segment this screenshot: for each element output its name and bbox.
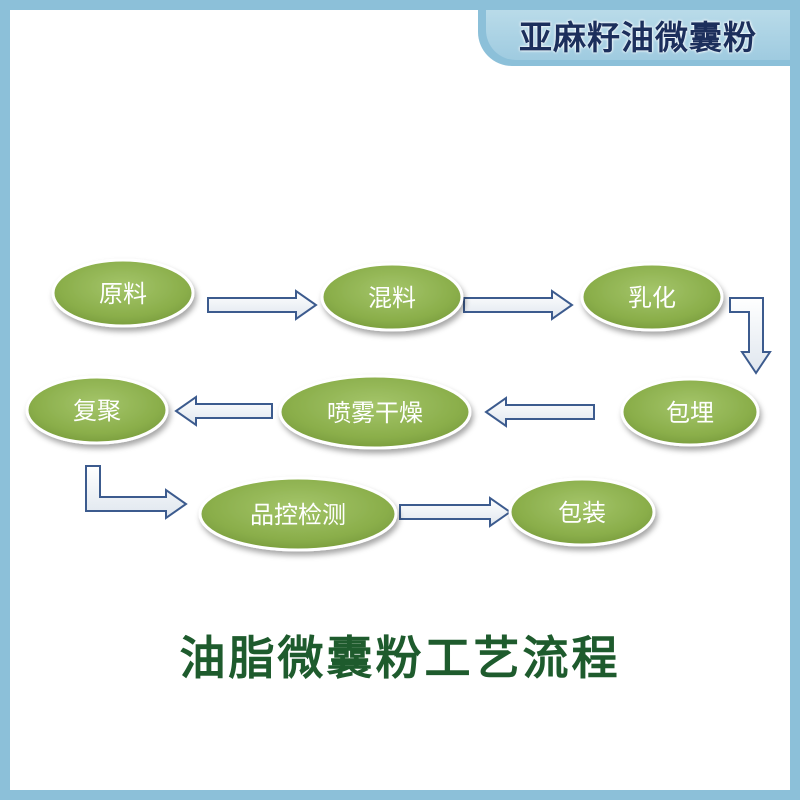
node-label: 喷雾干燥	[327, 399, 423, 427]
node-mixing: 混料	[320, 262, 464, 332]
node-label: 原料	[99, 280, 147, 308]
arrow-mix-to-emulsify	[463, 289, 574, 321]
node-label: 复聚	[73, 397, 121, 425]
diagram-title: 油脂微囊粉工艺流程	[179, 631, 621, 685]
node-coacervation: 复聚	[25, 375, 169, 445]
header-tab-title: 亚麻籽油微囊粉	[519, 18, 757, 57]
arrow-coacervation-to-qc	[85, 465, 188, 520]
arrow-embed-to-spray-dry	[484, 396, 595, 428]
node-emulsify: 乳化	[580, 262, 724, 332]
node-label: 乳化	[628, 284, 676, 312]
node-label: 混料	[368, 284, 416, 312]
node-raw-material: 原料	[51, 258, 195, 328]
header-tab: 亚麻籽油微囊粉	[478, 10, 790, 66]
arrow-qc-to-packaging	[399, 496, 512, 528]
node-label: 包埋	[666, 399, 714, 427]
node-spray-dry: 喷雾干燥	[278, 374, 472, 450]
arrow-emulsify-to-embed	[729, 297, 772, 375]
header-tab-inner: 亚麻籽油微囊粉	[486, 10, 790, 60]
node-embed: 包埋	[620, 377, 760, 447]
arrow-raw-to-mix	[207, 289, 318, 321]
node-packaging: 包装	[508, 477, 656, 547]
node-label: 品控检测	[250, 501, 346, 529]
arrow-spray-dry-to-coacervation	[174, 395, 273, 427]
node-quality-control: 品控检测	[198, 476, 398, 552]
node-label: 包装	[558, 499, 606, 527]
